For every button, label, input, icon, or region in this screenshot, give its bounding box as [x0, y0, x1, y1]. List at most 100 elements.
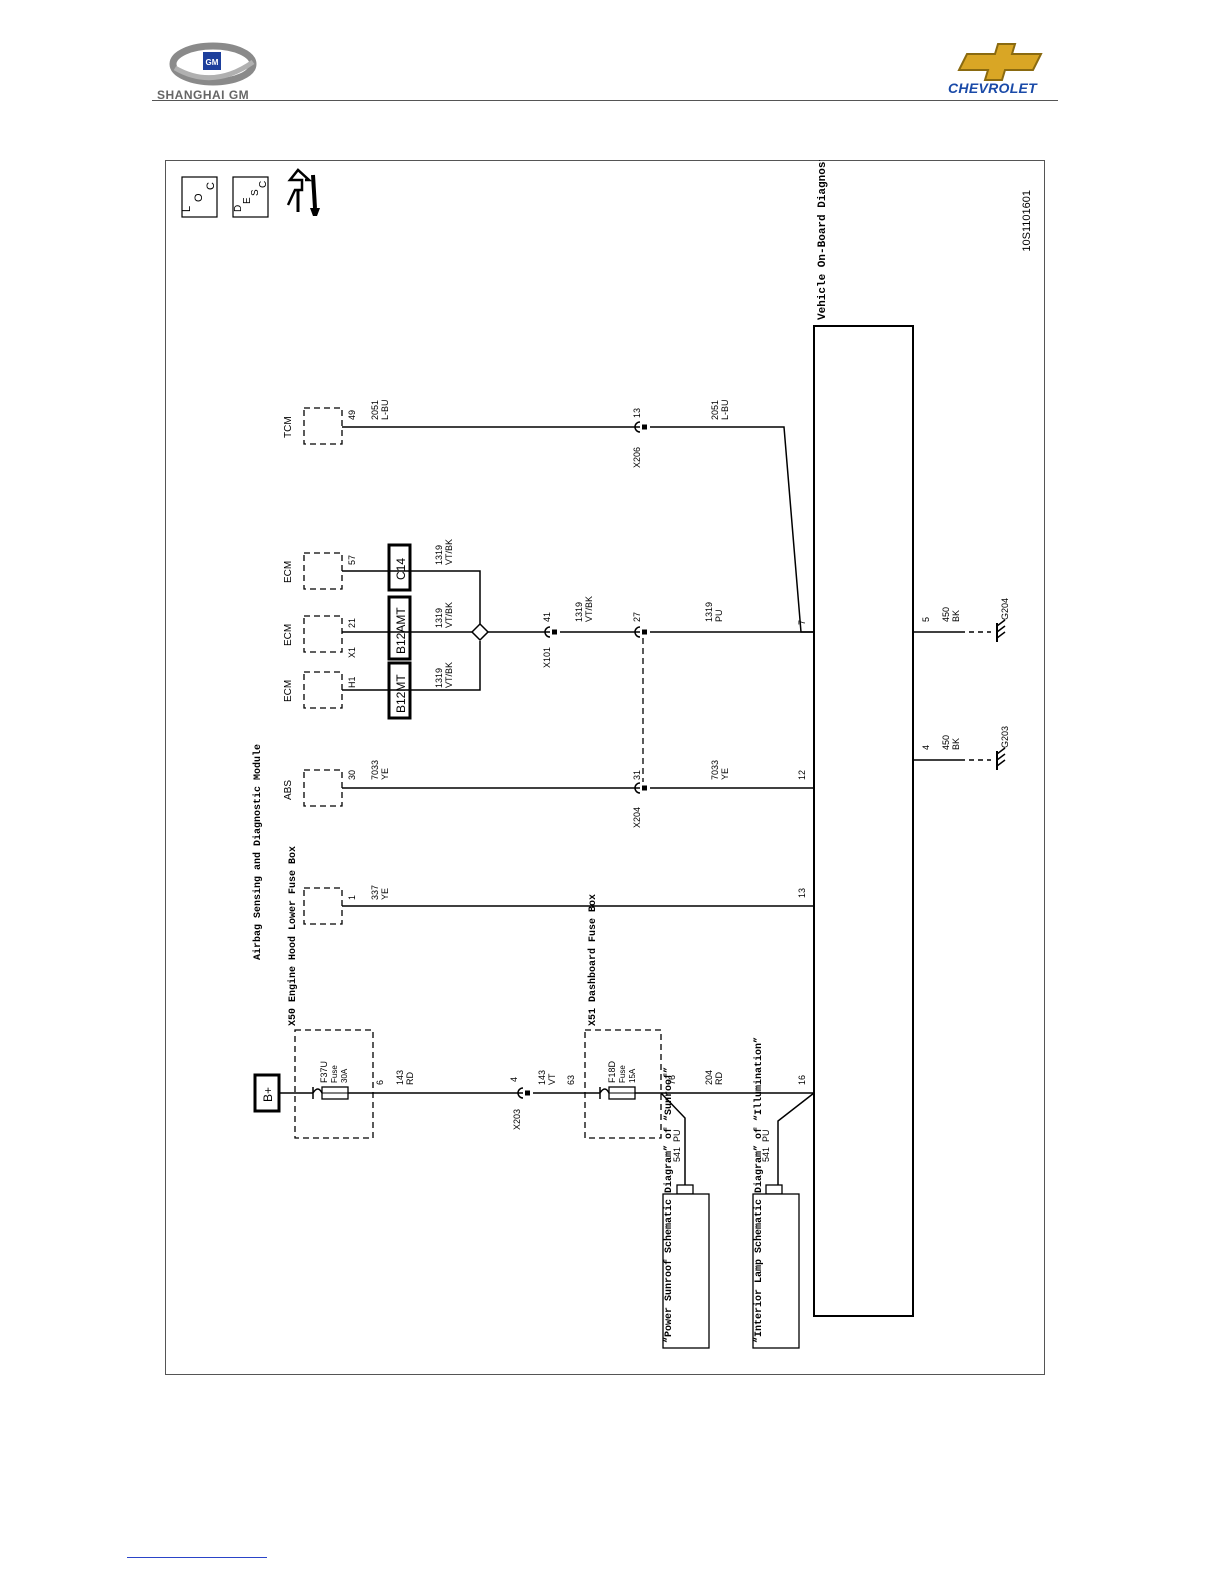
desc-letter-c: C: [258, 181, 269, 188]
obd-module-title: Vehicle On-Board Diagnostic System: [817, 160, 829, 320]
variant-tag-c14-text: C14: [394, 558, 408, 580]
tcm-circuit-num-top: 2051: [370, 400, 380, 420]
diagram-id-code: 10S1101601: [1021, 190, 1033, 252]
ecm-b12mt-wire-color: VT/BK: [444, 662, 454, 688]
obd-pin-12: 12: [797, 770, 807, 780]
x203-circuit-num: 143: [537, 1070, 547, 1085]
sunroof-ref-tab: [676, 1184, 694, 1195]
abs-label: ABS: [283, 780, 294, 800]
abs-wire-color-bot: YE: [720, 768, 730, 780]
wiring-schematic: L O C D E S C 10S1101601 Vehicle On-Boar…: [181, 160, 1033, 1349]
ground-g204-icon: [996, 619, 1006, 642]
ecm-b12mt-circuit-num: 1319: [434, 668, 444, 688]
gnd203-circuit-num: 450: [941, 735, 951, 750]
diagram-frame: [165, 160, 1045, 1375]
ecm-b12amt-connector: X1: [347, 647, 357, 658]
ecm-c14-pin: 57: [347, 555, 357, 565]
x204-label: X204: [632, 807, 642, 828]
gm-badge-text: GM: [206, 58, 219, 67]
fuse-f18d-type: Fuse: [618, 1065, 627, 1083]
x101-wire-color: VT/BK: [584, 596, 594, 622]
x101-circuit-num: 1319: [574, 602, 584, 622]
tcm-wire-color-bot: L-BU: [720, 399, 730, 420]
fuse-f37u-rating: 30A: [340, 1068, 349, 1083]
ecm-c14-wire-color: VT/BK: [444, 539, 454, 565]
illumination-reference-box[interactable]: [752, 1193, 800, 1349]
abs-module-box[interactable]: [303, 769, 343, 807]
x204-pin-27: 27: [632, 612, 642, 622]
illumination-branch-wire: [777, 1092, 815, 1185]
x50-fuse-box[interactable]: [294, 1029, 374, 1139]
ecm-b12amt-module-box[interactable]: [303, 615, 343, 653]
x203-pin-4: 4: [509, 1077, 519, 1082]
x50-pin-6: 6: [375, 1080, 385, 1085]
x50-fusible-input-icon: [312, 1087, 323, 1099]
sunroof-reference-text[interactable]: “Power Sunroof Schematic Diagram” of “Su…: [663, 1067, 675, 1343]
obd-pin-16: 16: [797, 1075, 807, 1085]
ecm-c14-wire: [342, 570, 481, 632]
obd-pin-7: 7: [797, 620, 807, 625]
abs-circuit-num-bot: 7033: [710, 760, 720, 780]
ecm-c14-module-box[interactable]: [303, 552, 343, 590]
sunroof-reference-box[interactable]: [662, 1193, 710, 1349]
service-info-icon[interactable]: [286, 168, 320, 216]
illumination-reference-text[interactable]: “Interior Lamp Schematic Diagram” of “Il…: [753, 1037, 765, 1343]
x50-label: X50 Engine Hood Lower Fuse Box: [287, 846, 299, 1026]
ground-g203-icon: [996, 747, 1006, 770]
desc-symbol-icon[interactable]: D E S C: [232, 176, 269, 218]
variant-tag-c14: [387, 543, 412, 592]
illumination-wire-color: PU: [761, 1129, 771, 1142]
x203-label: X203: [512, 1109, 522, 1130]
gnd203-wire-color: BK: [951, 738, 961, 750]
illumination-ref-tab: [765, 1184, 783, 1195]
obd-pin-13: 13: [797, 888, 807, 898]
shanghai-gm-logo: GM: [169, 42, 257, 86]
x51-pin-76: 76: [667, 1075, 677, 1085]
x51-pin-63: 63: [566, 1075, 576, 1085]
x204-pin-31: 31: [632, 770, 642, 780]
airbag-wire-color: YE: [380, 888, 390, 900]
x101-pin-41: 41: [542, 612, 552, 622]
x51-circuit-num: 204: [704, 1070, 714, 1085]
ecm-b12mt-wire: [342, 641, 481, 691]
chevrolet-wordmark: CHEVROLET: [948, 80, 1038, 96]
abs-pin-30: 30: [347, 770, 357, 780]
b-plus-label: B+: [261, 1087, 275, 1102]
ecm-b12amt-circuit-num: 1319: [434, 608, 444, 628]
splice-junction-icon: [470, 622, 490, 642]
loc-letter-c: C: [205, 182, 217, 190]
ecm-b12mt-label: ECM: [283, 680, 294, 702]
illumination-circuit-num: 541: [761, 1147, 771, 1162]
tcm-wire-lower: [650, 426, 814, 633]
fuse-f18d-name: F18D: [607, 1060, 617, 1083]
gnd204-wire-color: BK: [951, 610, 961, 622]
fuse-f37u-type: Fuse: [330, 1065, 339, 1083]
page-header: GM SHANGHAI GM CHEVROLET: [0, 0, 1224, 110]
obd-mid-circuit-num: 1319: [704, 602, 714, 622]
ecm-b12mt-module-box[interactable]: [303, 671, 343, 709]
ground-g203-label: G203: [1000, 726, 1010, 748]
obd-module-label: Vehicle On-Board Diagnostic System: [817, 160, 829, 320]
ecm-c14-label: ECM: [283, 561, 294, 583]
fuse-f37u-name: F37U: [319, 1061, 329, 1083]
sunroof-circuit-num: 541: [672, 1147, 682, 1162]
chevrolet-bowtie-logo: [957, 43, 1043, 81]
x51-fuse-box[interactable]: [584, 1029, 662, 1139]
abs-circuit-num-top: 7033: [370, 760, 380, 780]
obd-module-box[interactable]: [813, 325, 914, 1317]
ecm-b12amt-label: ECM: [283, 624, 294, 646]
desc-letter-d: D: [233, 205, 244, 212]
ecm-b12mt-pin: H1: [347, 676, 357, 688]
ecm-b12amt-pin: 21: [347, 618, 357, 628]
airbag-module-box[interactable]: [303, 887, 343, 925]
gnd204-circuit-num: 450: [941, 607, 951, 622]
ecm-c14-circuit-num: 1319: [434, 545, 444, 565]
tcm-module-box[interactable]: [303, 407, 343, 445]
loc-symbol-icon[interactable]: L O C: [181, 176, 218, 218]
ground-g204-label: G204: [1000, 598, 1010, 620]
desc-letter-s: S: [250, 189, 261, 196]
variant-tag-b12amt-text: B12AMT: [394, 607, 408, 654]
variant-tag-b12amt: [387, 595, 412, 661]
x206-label: X206: [632, 447, 642, 468]
airbag-pin-1: 1: [347, 895, 357, 900]
